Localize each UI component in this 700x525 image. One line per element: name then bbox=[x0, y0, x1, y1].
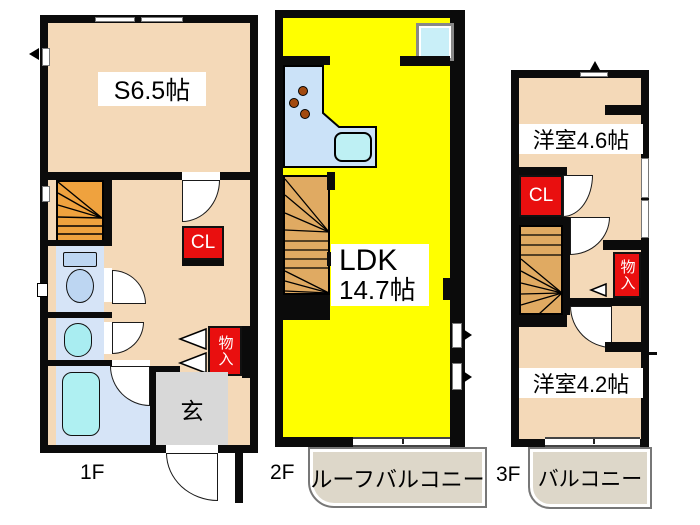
wall-segment bbox=[220, 172, 250, 180]
sliding-door-balcony-2f bbox=[353, 437, 450, 447]
wall-segment bbox=[519, 167, 567, 175]
storage-monoire-3f-label: 物入 bbox=[618, 259, 636, 291]
stairs-1f bbox=[56, 180, 104, 242]
window-1f-top-right bbox=[141, 17, 183, 22]
wall-segment bbox=[104, 180, 112, 246]
floor-label-1f: 1F bbox=[80, 461, 105, 485]
wall-segment bbox=[603, 240, 641, 250]
genkan-entrance: 玄 bbox=[156, 372, 228, 445]
door-opening bbox=[112, 360, 150, 366]
stove-burner-icon bbox=[300, 109, 310, 119]
room-label-42-text: 洋室4.2帖 bbox=[532, 372, 630, 397]
vent-arrow-icon bbox=[29, 48, 39, 60]
bifold-door-icon bbox=[588, 282, 607, 298]
roof-balcony: ルーフバルコニー bbox=[308, 447, 487, 508]
door-handle-mark bbox=[649, 352, 657, 355]
floor-label-1f-text: 1F bbox=[80, 461, 105, 484]
stove-burner-icon bbox=[298, 86, 308, 96]
balcony-3f: バルコニー bbox=[528, 447, 652, 509]
room-label-ldk: LDK 14.7帖 bbox=[331, 244, 429, 306]
window-3f-right-lower bbox=[641, 200, 649, 238]
floor-1f-walls: S6.5帖 CL bbox=[29, 15, 258, 503]
stairs-2f bbox=[283, 175, 330, 295]
toilet-bowl-icon bbox=[66, 269, 94, 303]
storage-monoire-1f-label: 物入 bbox=[216, 335, 234, 367]
storage-monoire-3f: 物入 bbox=[613, 252, 641, 298]
bathtub-icon bbox=[62, 372, 100, 436]
wall-segment bbox=[48, 240, 112, 246]
window-3f-top bbox=[580, 72, 608, 77]
window-3f-right-upper bbox=[641, 158, 649, 198]
balcony-3f-label: バルコニー bbox=[537, 468, 643, 491]
vent-arrow-icon bbox=[463, 371, 472, 383]
wall-segment bbox=[48, 312, 112, 318]
wall-segment bbox=[156, 366, 180, 372]
entrance-opening bbox=[166, 445, 218, 453]
closet-cl-1f-label: CL bbox=[190, 232, 216, 253]
wall-segment bbox=[150, 366, 156, 445]
room-label-s65: S6.5帖 bbox=[98, 72, 206, 106]
wall-segment bbox=[519, 217, 563, 225]
entrance-door-arc bbox=[166, 453, 218, 501]
wall-segment bbox=[283, 56, 330, 65]
wall-segment bbox=[48, 360, 112, 366]
wall-segment bbox=[400, 56, 450, 66]
closet-cl-1f: CL bbox=[182, 226, 224, 260]
floor-label-3f-text: 3F bbox=[496, 463, 521, 486]
window-1f-top-left bbox=[95, 17, 135, 22]
floor-label-2f-text: 2F bbox=[270, 461, 295, 484]
porch-wall bbox=[235, 445, 243, 503]
room-label-42: 洋室4.2帖 bbox=[519, 368, 643, 398]
vent-arrow-icon bbox=[590, 61, 600, 70]
sliding-door-tick bbox=[401, 439, 404, 444]
wall-segment bbox=[182, 260, 224, 266]
wall-segment bbox=[570, 298, 641, 306]
sliding-door-tick bbox=[592, 439, 595, 444]
floor-label-2f: 2F bbox=[270, 461, 295, 485]
wall-segment bbox=[48, 172, 182, 180]
window-1f-left-upper bbox=[42, 48, 50, 66]
genkan-label: 玄 bbox=[180, 397, 204, 424]
room-label-s65-text: S6.5帖 bbox=[113, 77, 191, 105]
bifold-door-icon bbox=[177, 327, 207, 375]
closet-cl-3f: CL bbox=[519, 175, 563, 217]
wall-segment bbox=[283, 295, 330, 320]
door-opening bbox=[104, 268, 112, 302]
window-2f-right-lower bbox=[452, 363, 462, 390]
door-opening bbox=[104, 322, 112, 354]
window-2f-right-upper bbox=[452, 323, 462, 348]
window-1f-left-stair bbox=[42, 186, 50, 202]
wall-segment bbox=[327, 172, 335, 190]
toilet-tank-icon bbox=[63, 252, 97, 267]
wall-pilaster bbox=[443, 278, 450, 300]
kitchen-counter bbox=[283, 65, 377, 168]
floor-label-3f: 3F bbox=[496, 463, 521, 487]
wall-segment bbox=[605, 105, 641, 115]
washbasin-icon bbox=[64, 323, 92, 357]
sliding-door-balcony-3f bbox=[545, 437, 640, 447]
ldk-size: 14.7帖 bbox=[339, 275, 416, 305]
room-label-46: 洋室4.6帖 bbox=[519, 124, 643, 154]
roof-balcony-label: ルーフバルコニー bbox=[310, 466, 485, 492]
closet-cl-3f-label: CL bbox=[528, 185, 554, 206]
wall-segment bbox=[242, 326, 250, 378]
kitchen-sink-icon bbox=[334, 132, 372, 162]
wall-segment bbox=[519, 315, 567, 327]
stove-burner-icon bbox=[289, 98, 299, 108]
stairs-3f bbox=[519, 225, 563, 315]
door-opening bbox=[182, 172, 220, 180]
toilet-paper-holder bbox=[37, 283, 48, 297]
storage-monoire-1f: 物入 bbox=[208, 326, 242, 376]
room-label-46-text: 洋室4.6帖 bbox=[532, 128, 630, 153]
floor-3f-walls: 洋室4.6帖 CL 物入 bbox=[511, 61, 657, 509]
ldk-name: LDK bbox=[339, 244, 398, 277]
wall-segment bbox=[605, 342, 641, 352]
wall-segment bbox=[563, 217, 570, 315]
floor-2f-walls: LDK 14.7帖 ルーフバルコニー bbox=[275, 10, 487, 508]
vent-arrow-icon bbox=[463, 329, 472, 341]
